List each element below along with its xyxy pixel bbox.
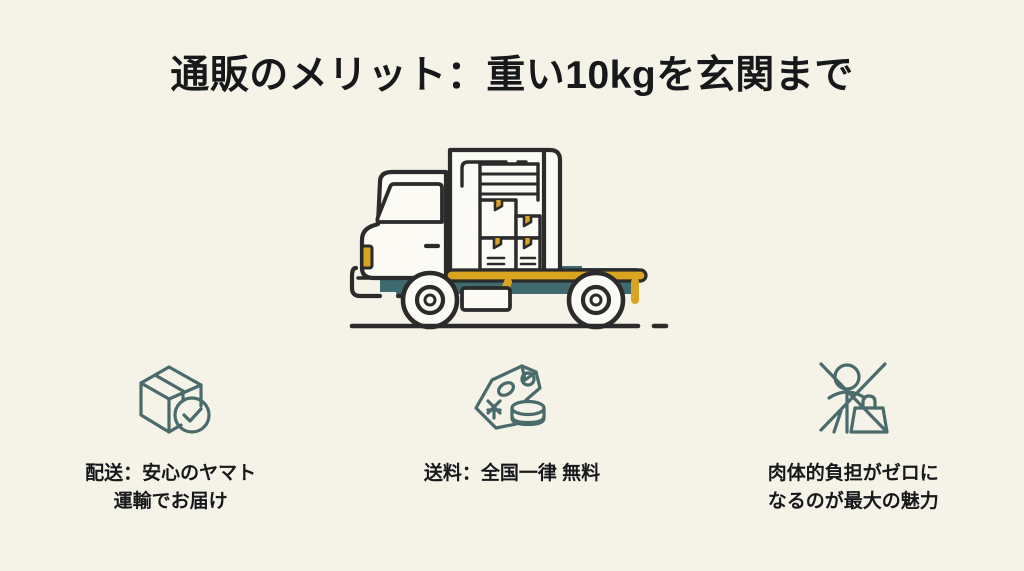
feature-caption-delivery: 配送：安心のヤマト 運輸でお届け: [85, 460, 256, 515]
feature-caption-line: 送料：全国一律 無料: [423, 463, 601, 484]
package-check-icon: [125, 358, 217, 438]
features-row: 配送：安心のヤマト 運輸でお届け: [0, 358, 1024, 515]
feature-caption-line: 運輸でお届け: [113, 490, 228, 512]
feature-caption-line: なるのが最大の魅力: [767, 490, 939, 512]
page-title: 通販のメリット：重い10kgを玄関まで: [170, 54, 854, 97]
feature-caption-line: 肉体的負担がゼロに: [767, 463, 939, 484]
delivery-truck-illustration: [338, 128, 686, 340]
feature-caption-shipping-fee: 送料：全国一律 無料: [424, 460, 600, 488]
feature-item-shipping-fee: 送料：全国一律 無料: [362, 358, 662, 488]
feature-item-delivery: 配送：安心のヤマト 運輸でお届け: [21, 358, 321, 515]
price-tag-coins-icon: [466, 358, 558, 438]
no-heavy-lifting-icon: [807, 358, 899, 438]
feature-caption-no-burden: 肉体的負担がゼロに なるのが最大の魅力: [768, 460, 939, 515]
feature-item-no-burden: 肉体的負担がゼロに なるのが最大の魅力: [703, 358, 1003, 515]
feature-caption-line: 配送：安心のヤマト: [85, 463, 257, 484]
